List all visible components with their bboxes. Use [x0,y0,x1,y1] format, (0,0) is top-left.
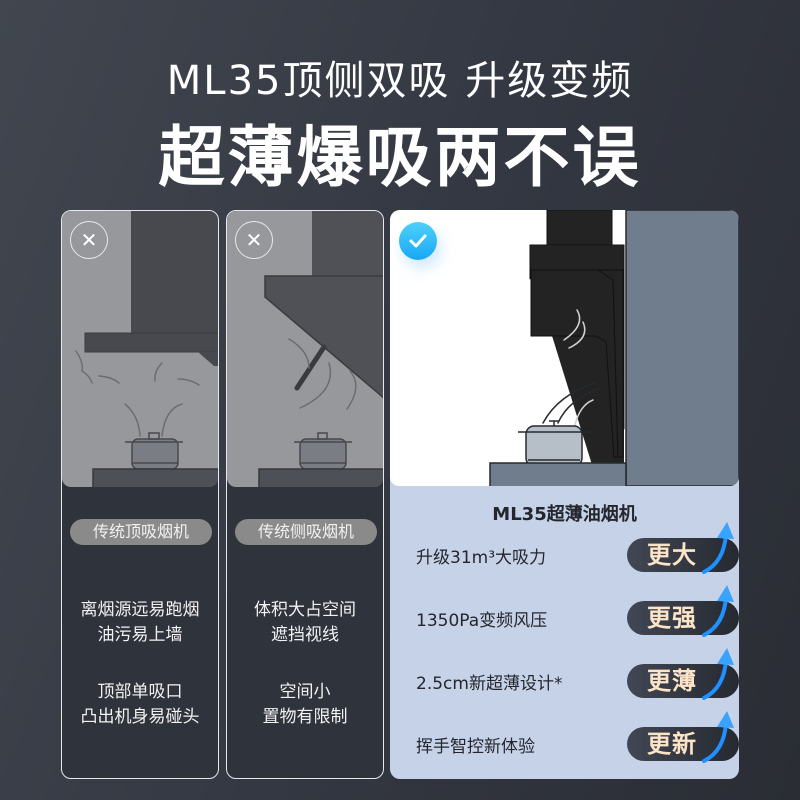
pot-icon [125,432,183,470]
x-icon: ✕ [70,221,108,259]
top-hood-illustration [75,211,218,487]
ml35-hood-illustration [489,210,739,486]
note-line: 油污易上墙 [97,625,183,645]
illustration-side-hood: ✕ [227,211,383,487]
side-hood-illustration [258,211,383,487]
drawback-note: 顶部单吸口 凸出机身易碰头 [62,680,218,730]
card-label: 传统顶吸烟机 [70,519,212,545]
note-line: 空间小 [279,682,331,702]
note-line: 置物有限制 [262,707,348,727]
feature-text: 1350Pa变频风压 [416,611,548,631]
arrow-up-icon [702,585,734,637]
headline-subtitle: ML35顶侧双吸 升级变频 [166,58,634,104]
pot-icon [294,432,352,470]
headline-title: 超薄爆吸两不误 [158,119,642,196]
arrow-up-icon [702,711,734,763]
note-line: 体积大占空间 [254,600,356,620]
arrow-up-icon [702,522,734,574]
check-icon [399,222,437,260]
card-traditional-side-hood: ✕ 传统侧吸烟机 体积大占空间 遮挡视线 空间小 置物有限制 [226,210,384,779]
note-line: 凸出机身易碰头 [80,707,200,727]
feature-text: 升级31m³大吸力 [416,548,547,568]
arrow-up-icon [702,648,734,700]
feature-badge: 更薄 [627,664,739,698]
x-icon: ✕ [235,221,273,259]
feature-row: 1350Pa变频风压 更强 [416,585,739,638]
card-ml35-hood: ML35超薄油烟机 升级31m³大吸力 更大 1350Pa变频风压 更强 2.5… [390,210,739,779]
note-line: 离烟源远易跑烟 [80,600,200,620]
illustration-ml35-hood [390,210,739,486]
drawback-note: 离烟源远易跑烟 油污易上墙 [62,598,218,648]
feature-badge: 更大 [627,538,739,572]
card-label: 传统侧吸烟机 [235,519,377,545]
feature-row: 2.5cm新超薄设计* 更薄 [416,648,739,701]
card-traditional-top-hood: ✕ 传统顶吸烟机 离烟源远易跑烟 油污易上墙 顶部单吸口 凸出机身易碰头 [61,210,219,779]
product-title: ML35超薄油烟机 [492,504,637,525]
illustration-top-hood: ✕ [62,211,218,487]
feature-row: 挥手智控新体验 更新 [416,711,739,764]
note-line: 遮挡视线 [271,625,339,645]
feature-text: 挥手智控新体验 [416,737,535,757]
drawback-note: 空间小 置物有限制 [227,680,383,730]
feature-row: 升级31m³大吸力 更大 [416,522,739,575]
note-line: 顶部单吸口 [97,682,183,702]
feature-text: 2.5cm新超薄设计* [416,674,563,694]
drawback-note: 体积大占空间 遮挡视线 [227,598,383,648]
